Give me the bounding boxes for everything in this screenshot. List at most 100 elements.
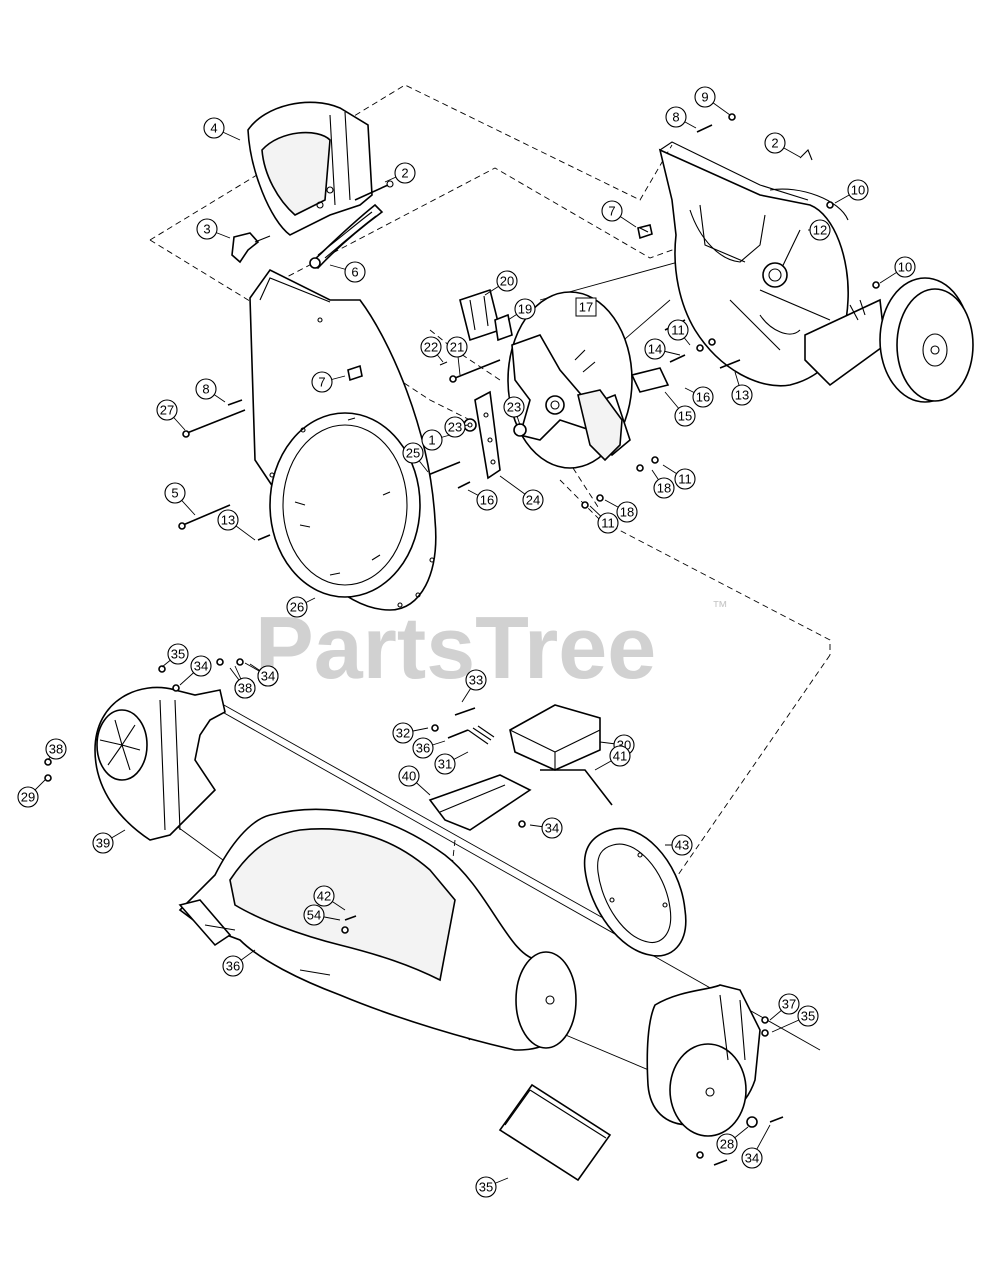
callout-circle — [195, 378, 217, 400]
left-fasteners — [178, 364, 363, 541]
callout-11: 11 — [667, 319, 691, 346]
callout-number: 33 — [469, 673, 483, 688]
part-26-housing-plate — [249, 268, 437, 611]
callout-14: 14 — [644, 338, 681, 360]
callout-26: 26 — [286, 596, 316, 618]
callout-number: 35 — [479, 1180, 493, 1195]
callout-circle — [311, 371, 333, 393]
callout-13: 13 — [731, 371, 753, 406]
callout-number: 27 — [160, 403, 174, 418]
callout-38: 38 — [45, 738, 67, 761]
callout-circle — [167, 643, 189, 665]
callout-8: 8 — [195, 378, 226, 403]
callout-circle — [344, 261, 366, 283]
callout-circle — [17, 786, 39, 808]
callout-27: 27 — [156, 399, 186, 431]
callout-circle — [716, 1133, 738, 1155]
callout-circle — [412, 737, 434, 759]
watermark-text: PartsTree — [255, 598, 656, 697]
callout-number: 34 — [745, 1151, 759, 1166]
callout-number: 1 — [428, 433, 435, 448]
callout-28: 28 — [716, 1126, 749, 1155]
callout-number: 38 — [238, 681, 252, 696]
callout-number: 11 — [671, 323, 685, 338]
upper-wheel — [879, 277, 974, 403]
callout-7: 7 — [601, 200, 637, 228]
part-12-frame-plate — [658, 141, 886, 387]
callout-number: 24 — [526, 493, 540, 508]
callout-number: 19 — [518, 302, 532, 317]
callout-circle — [190, 655, 212, 677]
callout-5: 5 — [164, 482, 196, 516]
callout-circle — [156, 399, 178, 421]
callout-number: 11 — [678, 472, 692, 487]
callout-circle — [303, 904, 325, 926]
callout-8: 8 — [665, 106, 697, 129]
middle-parts — [428, 704, 613, 831]
callout-number: 34 — [261, 669, 275, 684]
callout-circle — [692, 386, 714, 408]
callout-number: 34 — [545, 821, 559, 836]
callout-23: 23 — [444, 416, 469, 438]
callout-circle — [671, 834, 693, 856]
callout-34: 34 — [529, 817, 563, 839]
callout-number: 2 — [401, 166, 408, 181]
callout-20: 20 — [484, 270, 518, 296]
callout-number: 10 — [851, 183, 865, 198]
impeller-assembly — [423, 288, 659, 509]
callout-circle — [601, 200, 623, 222]
callout-number: 23 — [448, 420, 462, 435]
callout-circle — [597, 512, 619, 534]
callout-40: 40 — [398, 765, 431, 796]
callout-number: 10 — [898, 260, 912, 275]
callout-22: 22 — [420, 336, 444, 363]
callout-number: 23 — [507, 400, 521, 415]
callout-2: 2 — [384, 162, 416, 184]
callout-number: 13 — [221, 513, 235, 528]
upper-right-fasteners — [630, 113, 880, 393]
callout-18: 18 — [651, 469, 675, 499]
callout-3: 3 — [196, 218, 231, 240]
callout-number: 35 — [171, 647, 185, 662]
callout-circle — [257, 665, 279, 687]
callout-circle — [609, 745, 631, 767]
callout-33: 33 — [461, 669, 487, 703]
callout-circle — [421, 429, 443, 451]
callout-circle — [778, 993, 800, 1015]
callout-number: 34 — [194, 659, 208, 674]
callout-circle — [434, 753, 456, 775]
callout-number: 7 — [318, 375, 325, 390]
part-6-deflector — [309, 203, 384, 270]
callout-number: 36 — [416, 741, 430, 756]
partstree-watermark: PartsTree ™ — [255, 598, 728, 697]
callout-37: 37 — [769, 993, 800, 1021]
callout-circle — [203, 117, 225, 139]
part-2-rod — [354, 180, 394, 201]
callout-number: 37 — [782, 997, 796, 1012]
callout-number: 31 — [438, 757, 452, 772]
callout-circle — [45, 738, 67, 760]
callout-number: 4 — [210, 121, 217, 136]
callout-18: 18 — [604, 499, 638, 523]
part-3-knob — [231, 232, 271, 264]
boxed-label-text: 17 — [579, 300, 593, 315]
callout-number: 16 — [696, 390, 710, 405]
callout-circle — [234, 677, 256, 699]
callout-16: 16 — [684, 386, 714, 408]
callout-circle — [222, 955, 244, 977]
callout-12: 12 — [808, 219, 831, 241]
callout-1: 1 — [421, 429, 451, 451]
callout-circle — [541, 817, 563, 839]
callout-number: 18 — [620, 505, 634, 520]
callout-7: 7 — [311, 371, 346, 393]
callout-34: 34 — [179, 655, 212, 686]
callout-35: 35 — [161, 643, 189, 668]
callout-number: 43 — [675, 838, 689, 853]
callout-35: 35 — [475, 1176, 509, 1198]
callout-circle — [667, 319, 689, 341]
callout-circle — [522, 489, 544, 511]
callout-10: 10 — [834, 179, 869, 204]
callout-6: 6 — [329, 261, 366, 283]
callout-36: 36 — [412, 737, 446, 759]
